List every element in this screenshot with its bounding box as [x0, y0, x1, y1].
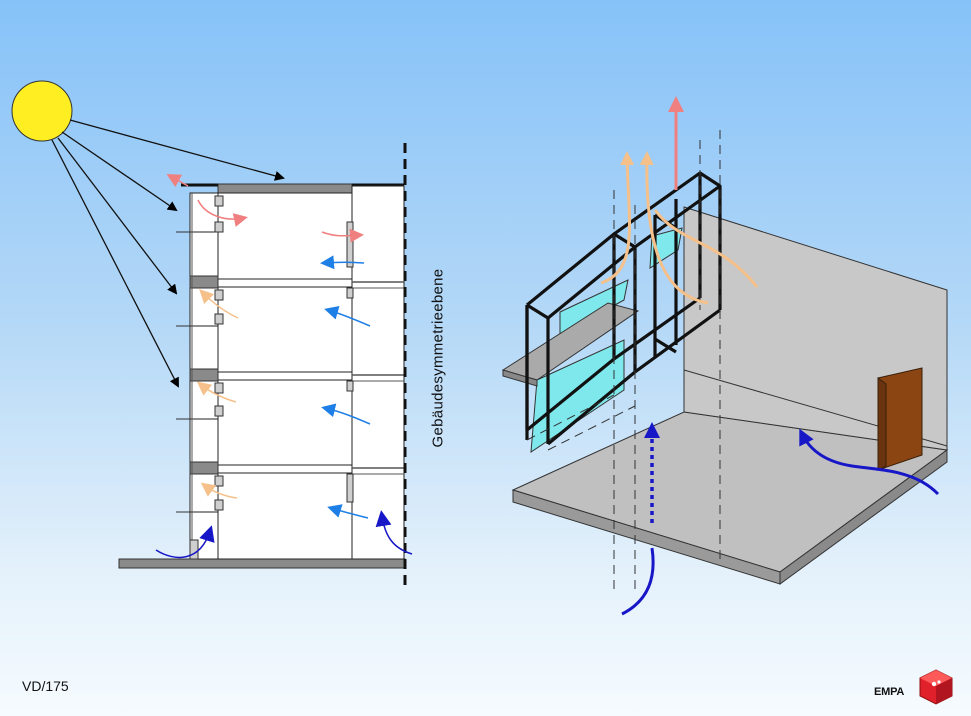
airflow-left: [155, 174, 413, 559]
warm-air-room: [653, 209, 759, 288]
sun-rays: [51, 119, 285, 388]
cool-air-arrow-2: [321, 403, 371, 425]
fresh-air-door: [799, 428, 940, 496]
sun-ray-floor-2: [51, 139, 179, 388]
warm-air-rise-2: [639, 151, 709, 305]
sun-ray-floor-3: [57, 137, 178, 295]
fresh-air-arrow-facade: [155, 525, 215, 559]
sun-ray-roof: [69, 119, 285, 181]
fresh-air-arrow-atrium: [375, 510, 413, 555]
warm-air-rise-1: [600, 151, 635, 285]
cool-air-arrow-1: [327, 504, 369, 519]
logo-text: EMPA: [874, 686, 905, 698]
building-section: [118, 143, 407, 590]
atrium-zone: [351, 185, 405, 560]
door: [877, 367, 923, 471]
sun-icon: [11, 80, 73, 142]
warm-air-arrow-interior: [321, 228, 364, 243]
roof-slab: [217, 183, 353, 194]
warm-air-arrow-4: [197, 199, 248, 227]
empa-logo-icon: [919, 669, 953, 705]
double-skin-facade: [176, 192, 224, 560]
cool-air-arrow-3: [324, 306, 371, 327]
reference-lines: [526, 130, 721, 592]
ground-slab: [118, 558, 406, 569]
empa-logo: EMPA: [868, 664, 958, 710]
warm-air-arrow-1: [200, 482, 238, 499]
room-3d: [501, 96, 949, 616]
airflow-right: [600, 96, 940, 616]
warm-air-arrow-2: [196, 381, 237, 403]
symmetry-plane-label: Gebäudesymmetrieebene: [429, 268, 447, 448]
fresh-air-inlet: [621, 547, 655, 616]
slide-number: VD/175: [22, 678, 69, 694]
exhaust-arrow-top: [166, 174, 189, 187]
warm-air-arrow-3: [199, 289, 239, 319]
sun-ray-floor-4: [61, 131, 178, 212]
cool-air-arrow-4: [320, 255, 365, 270]
